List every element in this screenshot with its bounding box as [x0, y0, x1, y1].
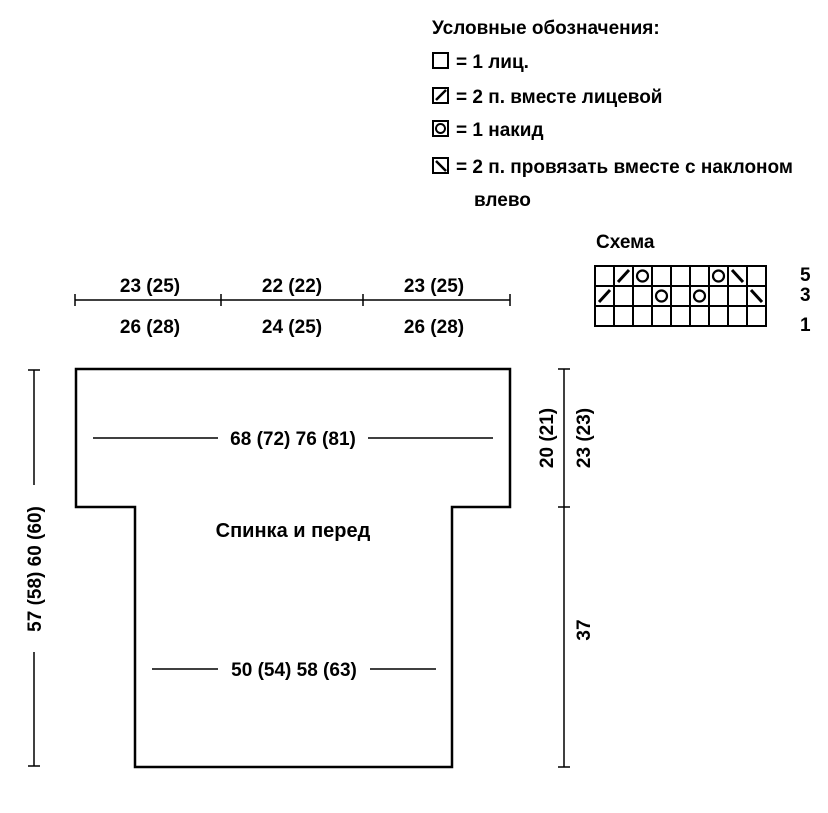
legend-item-knit: = 1 лиц. — [456, 52, 529, 73]
chest-width-label: 68 (72) 76 (81) — [230, 429, 356, 450]
top-upper-left: 23 (25) — [120, 276, 180, 297]
sleeve-depth-label-1: 20 (21) — [537, 408, 558, 468]
chart-cell-knit — [670, 305, 691, 327]
knit-stitch-icon — [432, 52, 449, 69]
chart-cell-yarn-over — [632, 265, 653, 287]
right-dimensions: 20 (21) 23 (23) 37 — [537, 368, 595, 768]
chart-cell-knit — [727, 285, 748, 307]
legend-title: Условные обозначения: — [432, 18, 660, 39]
chart-cell-k2tog-right — [613, 265, 634, 287]
top-upper-center: 22 (22) — [262, 276, 322, 297]
top-lower-left: 26 (28) — [120, 317, 180, 338]
chart-cell-yarn-over — [708, 265, 729, 287]
garment-outline — [74, 367, 512, 769]
stitch-chart: Схема 5 3 1 — [594, 232, 811, 336]
row-label-1: 1 — [800, 315, 811, 336]
legend-item-k2tog-left-cont: влево — [474, 190, 531, 211]
chart-cell-knit — [746, 305, 767, 327]
chart-cell-knit — [746, 265, 767, 287]
chart-cell-knit — [708, 285, 729, 307]
chart-cell-knit — [689, 265, 710, 287]
k2tog-left-icon — [432, 157, 449, 174]
chart-cell-knit — [670, 285, 691, 307]
top-lower-center: 24 (25) — [262, 317, 322, 338]
chart-cell-yarn-over — [651, 285, 672, 307]
hem-width-label: 50 (54) 58 (63) — [231, 660, 357, 681]
chart-title: Схема — [596, 232, 655, 253]
chart-cell-knit — [727, 305, 748, 327]
legend-item-k2tog-left: = 2 п. провязать вместе с наклоном — [456, 157, 793, 178]
chart-cell-k2tog-left — [727, 265, 748, 287]
chart-cell-knit — [594, 305, 615, 327]
chart-cell-yarn-over — [689, 285, 710, 307]
k2tog-right-icon — [432, 87, 449, 104]
chart-cell-k2tog-left — [746, 285, 767, 307]
row-label-5: 5 — [800, 265, 811, 286]
legend-item-yarn-over: = 1 накид — [456, 120, 544, 141]
chart-cell-knit — [613, 285, 634, 307]
chart-cell-knit — [651, 305, 672, 327]
legend: Условные обозначения: = 1 лиц. = 2 п. вм… — [432, 18, 793, 211]
chart-cell-knit — [708, 305, 729, 327]
top-dimensions: 23 (25) 22 (22) 23 (25) 26 (28) 24 (25) … — [74, 276, 511, 338]
total-height-label: 57 (58) 60 (60) — [25, 506, 46, 632]
chart-cell-knit — [632, 305, 653, 327]
chart-cell-knit — [632, 285, 653, 307]
chart-cell-knit — [594, 265, 615, 287]
top-upper-right: 23 (25) — [404, 276, 464, 297]
sleeve-depth-label-2: 23 (23) — [574, 408, 595, 468]
chart-cell-knit — [651, 265, 672, 287]
row-label-3: 3 — [800, 285, 811, 306]
chest-width: 68 (72) 76 (81) — [93, 429, 493, 450]
chart-cell-k2tog-right — [594, 285, 615, 307]
chart-cell-knit — [613, 305, 634, 327]
hem-width: 50 (54) 58 (63) — [152, 660, 436, 681]
chart-grid — [594, 265, 767, 327]
body-length-label: 37 — [574, 619, 595, 640]
garment-label: Спинка и перед — [216, 520, 371, 542]
chart-cell-knit — [689, 305, 710, 327]
yarn-over-icon — [432, 120, 449, 137]
legend-item-k2tog: = 2 п. вместе лицевой — [456, 87, 663, 108]
chart-cell-knit — [670, 265, 691, 287]
total-height: 57 (58) 60 (60) — [25, 369, 46, 767]
top-lower-right: 26 (28) — [404, 317, 464, 338]
